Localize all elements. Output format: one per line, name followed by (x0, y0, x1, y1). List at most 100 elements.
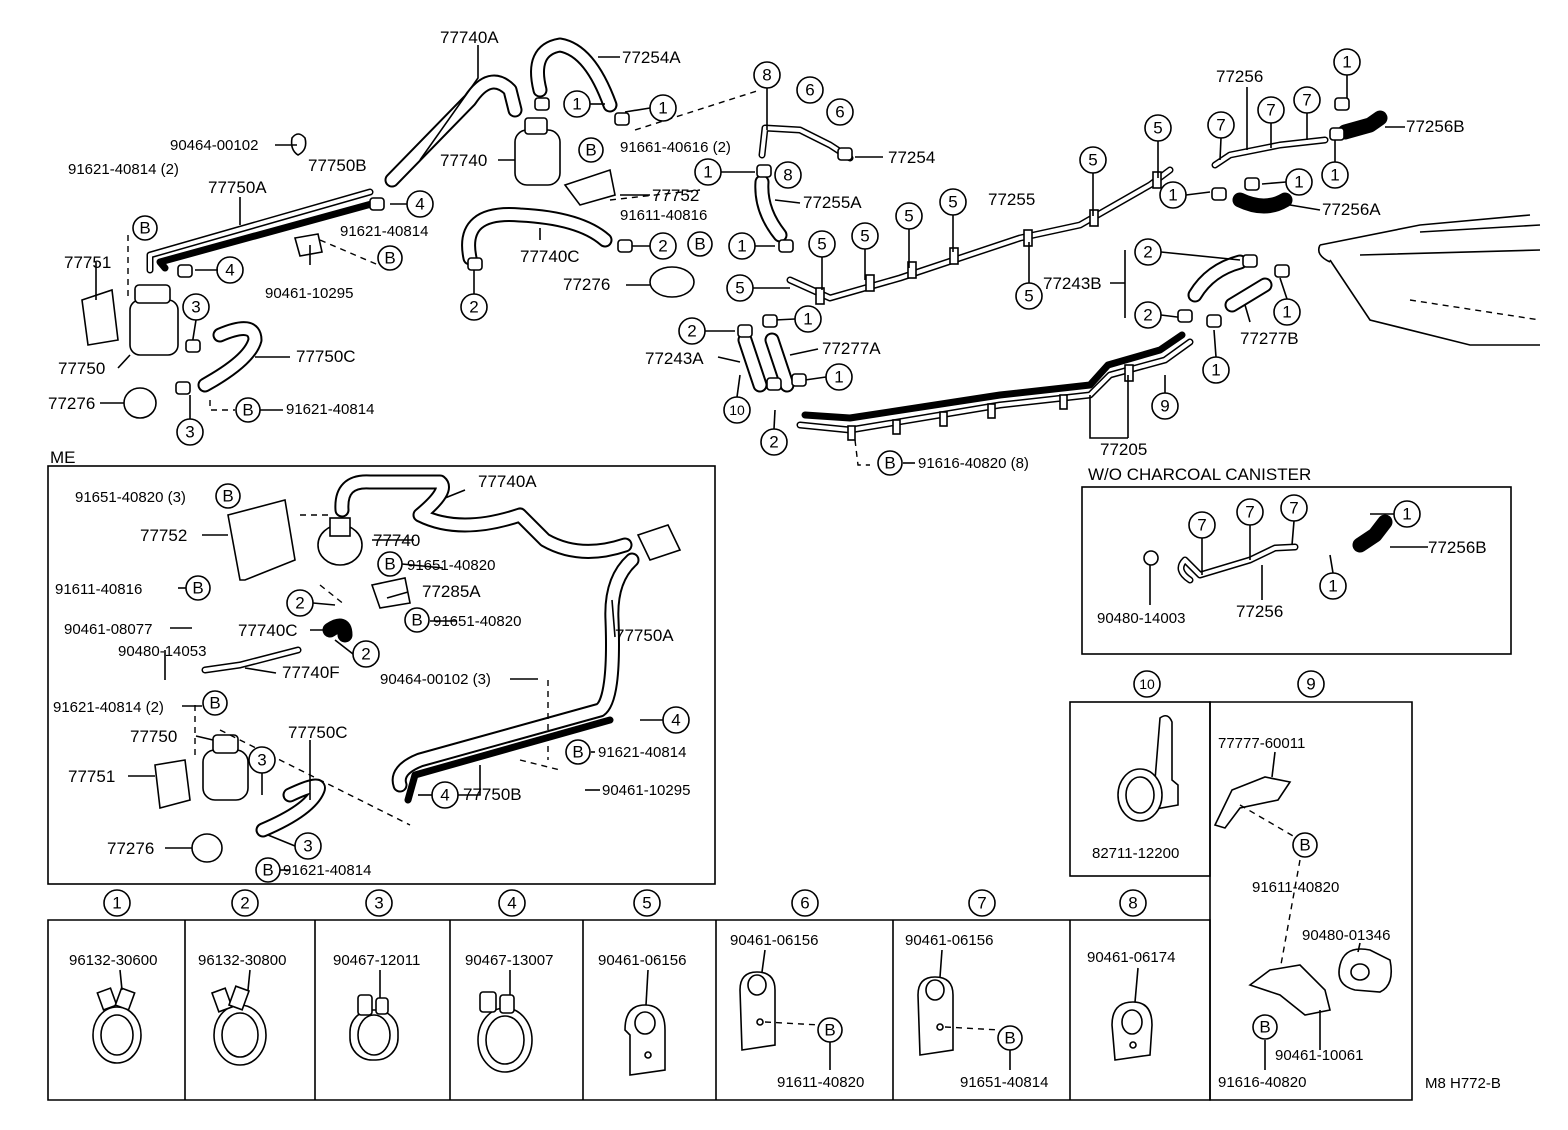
callout-8: 8 (774, 161, 802, 189)
me-label-90480-14053: 90480-14053 (118, 643, 206, 660)
callout-7: 7 (1188, 511, 1216, 539)
callout-b: B (235, 397, 261, 423)
fuel-tank-outline (1317, 214, 1541, 346)
callout-b: B (565, 739, 591, 765)
svg-text:1: 1 (834, 368, 843, 387)
callout-10: 10 (723, 396, 751, 424)
svg-text:3: 3 (191, 298, 200, 317)
me-label-77750B: 77750B (463, 785, 522, 804)
callout-b: B (1292, 832, 1318, 858)
me-label-91621-40814-b: 91621-40814 (283, 862, 371, 879)
svg-text:2: 2 (361, 645, 370, 664)
svg-text:5: 5 (904, 207, 913, 226)
me-label-77285A: 77285A (422, 582, 481, 601)
svg-text:2: 2 (1143, 306, 1152, 325)
bracket-77752 (563, 168, 616, 206)
detail-9-panel: 9 B B 77777-60011 91611-40820 90480-0134… (1209, 670, 1413, 1101)
svg-text:2: 2 (1143, 243, 1152, 262)
svg-text:1: 1 (737, 237, 746, 256)
clamp-detail-7: 7 90461-06156 B 91651-40814 (905, 889, 1048, 1091)
callout-3: 3 (248, 746, 276, 774)
svg-text:1: 1 (572, 95, 581, 114)
svg-text:1: 1 (1168, 186, 1177, 205)
me-label-77750C: 77750C (288, 723, 348, 742)
me-label-91621-40814: 91621-40814 (598, 744, 686, 761)
label-77256A: 77256A (1322, 200, 1381, 219)
filter-77276-top (649, 266, 695, 298)
callout-1: 1 (728, 232, 756, 260)
part-91611-40820-b: 91611-40820 (777, 1074, 864, 1091)
me-label-77752: 77752 (140, 526, 187, 545)
callout-2: 2 (1134, 238, 1162, 266)
b-letter: B (694, 235, 705, 254)
callout-4: 4 (216, 256, 244, 284)
svg-text:3: 3 (303, 837, 312, 856)
callout-7: 7 (1293, 86, 1321, 114)
me-label-91651-40820-a: 91651-40820 (407, 557, 495, 574)
svg-text:7: 7 (1245, 503, 1254, 522)
detail-10-panel: 10 82711-12200 (1069, 670, 1211, 877)
b-letter: B (585, 141, 596, 160)
callout-b: B (377, 551, 403, 577)
callout-2: 2 (678, 317, 706, 345)
svg-text:4: 4 (415, 195, 424, 214)
main-vapor-line-group (737, 110, 1541, 466)
label-77256: 77256 (1216, 67, 1263, 86)
callout-4: 4 (406, 190, 434, 218)
svg-text:5: 5 (642, 894, 651, 913)
me-label-91651-40820-3: 91651-40820 (3) (75, 489, 186, 506)
callout-b: B (185, 575, 211, 601)
bracket-77751 (81, 288, 119, 346)
callout-circles: 1 1 4 4 2 2 3 3 8 8 6 6 1 1 5 5 5 5 5 5 … (132, 48, 1361, 476)
me-label-77276: 77276 (107, 839, 154, 858)
svg-text:1: 1 (658, 99, 667, 118)
svg-text:7: 7 (1302, 91, 1311, 110)
label-77750A: 77750A (208, 178, 267, 197)
svg-text:1: 1 (1328, 577, 1337, 596)
callout-7: 7 (1207, 111, 1235, 139)
callout-1: 1 (1333, 48, 1361, 76)
callout-5: 5 (851, 222, 879, 250)
callout-b: B (215, 483, 241, 509)
svg-text:4: 4 (507, 894, 516, 913)
label-77740C: 77740C (520, 247, 580, 266)
svg-text:B: B (1299, 836, 1310, 855)
callout-1: 1 (1319, 572, 1347, 600)
part-90461-06156: 90461-06156 (598, 952, 686, 969)
callout-9: 9 (1151, 392, 1179, 420)
svg-text:1: 1 (1330, 166, 1339, 185)
svg-text:4: 4 (440, 786, 449, 805)
svg-text:2: 2 (469, 298, 478, 317)
canister-assembly-group (81, 37, 761, 419)
label-90464-00102: 90464-00102 (170, 137, 258, 154)
svg-text:4: 4 (225, 261, 234, 280)
callout-5: 5 (1015, 282, 1043, 310)
me-label-77740C: 77740C (238, 621, 298, 640)
callout-1: 1 (1321, 161, 1349, 189)
svg-text:2: 2 (687, 322, 696, 341)
me-label-90464-00102-3: 90464-00102 (3) (380, 671, 491, 688)
svg-text:B: B (824, 1021, 835, 1040)
callout-1: 1 (825, 363, 853, 391)
label-77750: 77750 (58, 359, 105, 378)
svg-text:3: 3 (185, 423, 194, 442)
svg-text:5: 5 (860, 227, 869, 246)
callout-1: 1 (563, 90, 591, 118)
svg-text:B: B (1259, 1018, 1270, 1037)
label-77205: 77205 (1100, 440, 1147, 459)
clamp-detail-3: 3 90467-12011 (333, 889, 420, 1061)
label-77752: 77752 (652, 186, 699, 205)
part-91611-40820: 91611-40820 (1252, 879, 1339, 896)
me-label-77740A: 77740A (478, 472, 537, 491)
label-77751: 77751 (64, 253, 111, 272)
filter-77276-lower (123, 387, 157, 419)
svg-text:2: 2 (658, 237, 667, 256)
part-90461-06156-a: 90461-06156 (730, 932, 818, 949)
part-90467-12011: 90467-12011 (333, 952, 420, 969)
part-91616-40820: 91616-40820 (1218, 1074, 1306, 1091)
callout-1: 1 (1273, 298, 1301, 326)
svg-text:7: 7 (1216, 116, 1225, 135)
callout-5: 5 (808, 230, 836, 258)
callout-1: 1 (1393, 500, 1421, 528)
svg-text:2: 2 (240, 894, 249, 913)
